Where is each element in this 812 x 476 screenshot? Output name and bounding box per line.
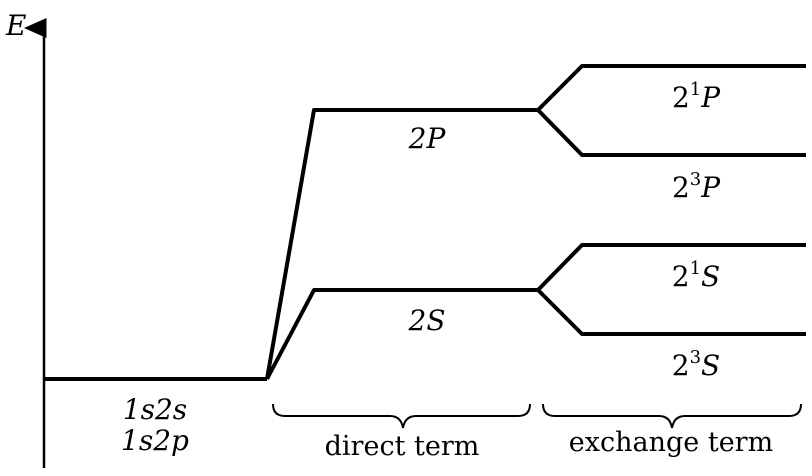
energy-axis-label: E <box>5 9 26 42</box>
ground-config-label-2: 1s2p <box>121 424 189 457</box>
2S-level-line <box>265 288 538 380</box>
triplet-S-label: 23S <box>672 347 720 382</box>
exchange-term-label: exchange term <box>569 427 773 458</box>
triplet-S-level-line <box>536 288 806 336</box>
direct-term-brace <box>272 403 531 429</box>
direct-term-label: direct term <box>325 431 480 462</box>
singlet-S-label: 21S <box>672 258 720 293</box>
singlet-P-label: 21P <box>672 79 721 114</box>
singlet-S-level-line <box>536 243 806 292</box>
exchange-term-brace <box>542 403 802 429</box>
2S-label: 2S <box>408 304 446 337</box>
ground-config-label-1: 1s2s <box>123 393 187 426</box>
triplet-P-label: 23P <box>672 169 721 204</box>
2P-level-line <box>265 108 538 380</box>
2P-label: 2P <box>408 122 447 155</box>
triplet-P-level-line <box>536 108 806 157</box>
singlet-P-level-line <box>536 64 806 112</box>
